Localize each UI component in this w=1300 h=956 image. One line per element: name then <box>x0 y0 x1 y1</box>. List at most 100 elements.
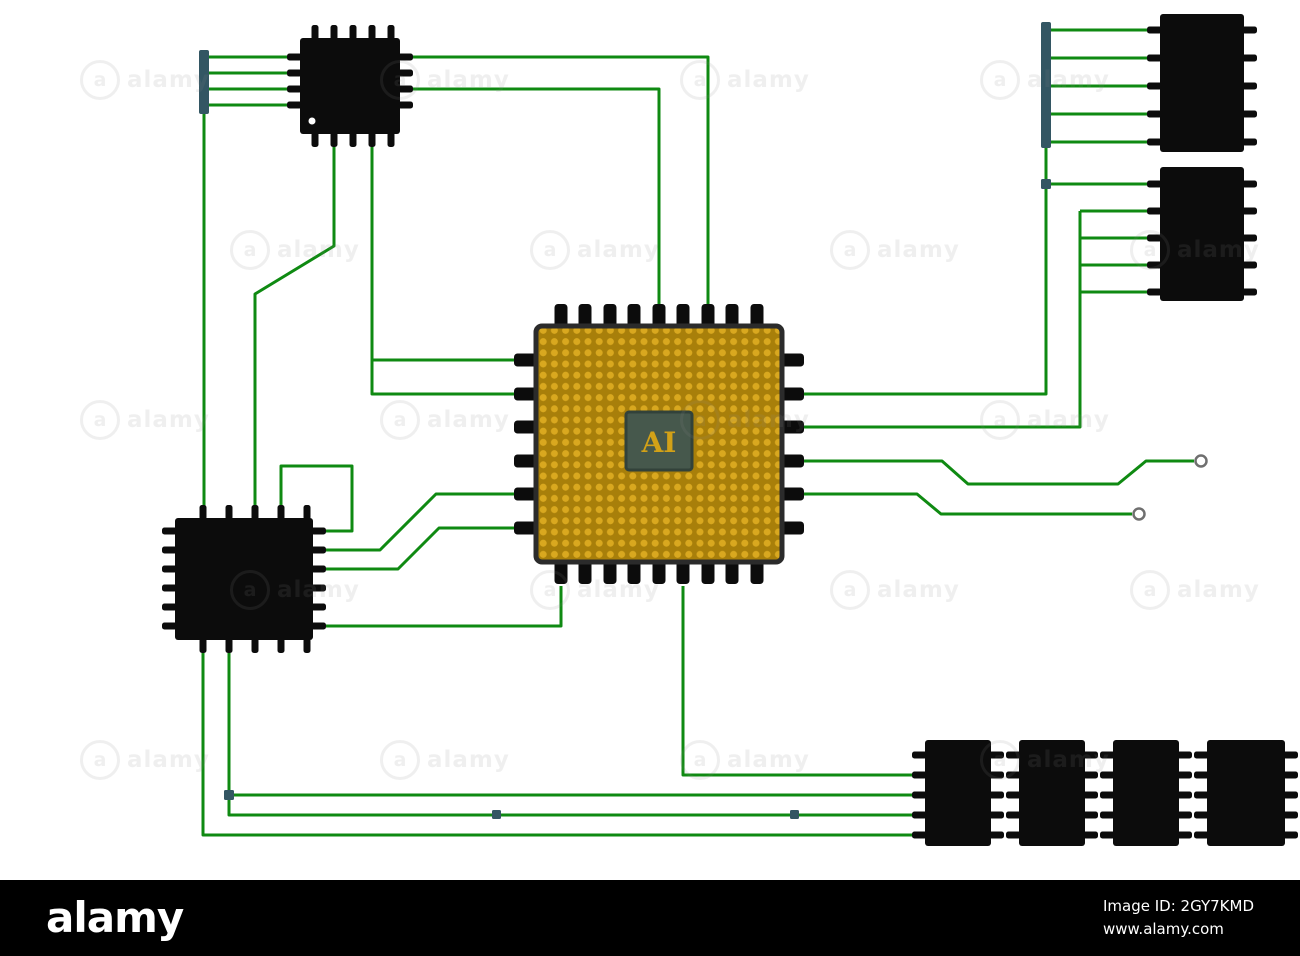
chip-pin <box>162 584 177 592</box>
chip-pin <box>1242 180 1257 188</box>
chip-pin <box>1177 771 1192 779</box>
chip-pin <box>1283 791 1298 799</box>
chip-pin <box>225 638 233 653</box>
chip-pin <box>912 771 927 779</box>
chip-pin <box>1242 234 1257 242</box>
circuit-trace <box>804 459 1194 486</box>
chip-pin <box>1006 791 1021 799</box>
chip-pin <box>1083 771 1098 779</box>
chip-body <box>1160 14 1244 152</box>
chip-pin <box>225 505 233 520</box>
chip-pin <box>1242 110 1257 118</box>
alamy-logo: alamy <box>46 893 184 942</box>
footer-meta: Image ID: 2GY7KMD www.alamy.com <box>1103 895 1254 942</box>
chip-pin <box>1100 771 1115 779</box>
chip-pin <box>311 546 326 554</box>
chip-pin <box>287 85 302 93</box>
bus-bar <box>199 50 209 114</box>
circuit-trace <box>326 526 516 571</box>
chip-pin <box>287 101 302 109</box>
chip-pin <box>1194 791 1209 799</box>
footer-bar: alamy Image ID: 2GY7KMD www.alamy.com <box>0 880 1300 956</box>
chip-pin <box>398 85 413 93</box>
cpu-core <box>624 410 694 472</box>
circuit-trace <box>804 146 1048 396</box>
circuit-trace <box>681 586 913 777</box>
chip-pin <box>1194 771 1209 779</box>
ic-chip-left <box>162 505 326 653</box>
chip-pin <box>1283 771 1298 779</box>
cpu-label: AI <box>641 426 677 459</box>
ic-chip-bottom-1 <box>912 740 1004 846</box>
chip-pin <box>287 69 302 77</box>
chip-pin <box>162 546 177 554</box>
chip-body <box>1113 740 1179 846</box>
circuit-trace <box>253 147 336 506</box>
circuit-trace <box>370 147 516 396</box>
circuit-trace <box>201 653 913 837</box>
chip-pin <box>1006 831 1021 839</box>
circuit-trace <box>326 586 563 628</box>
chip-pin <box>251 505 259 520</box>
chip-pin <box>1147 207 1162 215</box>
chip-pin <box>1100 751 1115 759</box>
chip-pin <box>1006 811 1021 819</box>
chip-pin <box>311 25 319 40</box>
chip-pin <box>1177 811 1192 819</box>
chip-pin <box>162 622 177 630</box>
chip-pin <box>1177 791 1192 799</box>
chip-pin <box>1283 751 1298 759</box>
chip-pin <box>311 603 326 611</box>
chip-body <box>1019 740 1085 846</box>
chip-pin <box>1147 26 1162 34</box>
chip-pin <box>1147 180 1162 188</box>
ic-chip-bottom-3 <box>1100 740 1192 846</box>
terminal-node <box>1194 454 1208 468</box>
chip-pin <box>1194 811 1209 819</box>
circuit-trace <box>227 795 913 817</box>
chip-pin <box>330 25 338 40</box>
chip-body <box>175 518 313 640</box>
chip-pin <box>1147 234 1162 242</box>
chip-pin <box>1242 261 1257 269</box>
chip-pin <box>398 101 413 109</box>
chip-pin <box>162 603 177 611</box>
chip-pin <box>1283 831 1298 839</box>
chip-pin <box>349 25 357 40</box>
chip-pin <box>1083 751 1098 759</box>
chip-pin <box>989 831 1004 839</box>
chip-pin <box>1194 831 1209 839</box>
bus-layer <box>199 22 1051 819</box>
chip-body <box>925 740 991 846</box>
terminal-node <box>1132 507 1146 521</box>
chip-pin <box>311 622 326 630</box>
chip-pin <box>1083 831 1098 839</box>
chip-pin <box>287 53 302 61</box>
chip-pin <box>162 565 177 573</box>
chip-pin <box>199 638 207 653</box>
chip-pin <box>277 638 285 653</box>
chip-pin <box>1147 82 1162 90</box>
via-junction <box>1041 179 1051 189</box>
chip-body <box>300 38 400 134</box>
chip-pin <box>311 584 326 592</box>
chip-pin <box>912 831 927 839</box>
bus-bar <box>1041 22 1051 148</box>
chip-pin <box>1100 791 1115 799</box>
chip-pin <box>1177 751 1192 759</box>
ic-chip-top-left <box>287 25 413 147</box>
chip-pin <box>1242 288 1257 296</box>
ic-chip-right-top <box>1147 14 1257 152</box>
chip-pin <box>311 527 326 535</box>
chip-pin <box>1100 831 1115 839</box>
chip-pin <box>398 69 413 77</box>
chip-pin <box>912 811 927 819</box>
circuit-trace <box>804 492 1132 516</box>
chip-pin <box>277 505 285 520</box>
ai-processor-chip: AI <box>514 304 804 584</box>
chip-pin <box>368 132 376 147</box>
chip-pin <box>989 811 1004 819</box>
chip-pin <box>330 132 338 147</box>
chip-pin <box>1006 751 1021 759</box>
